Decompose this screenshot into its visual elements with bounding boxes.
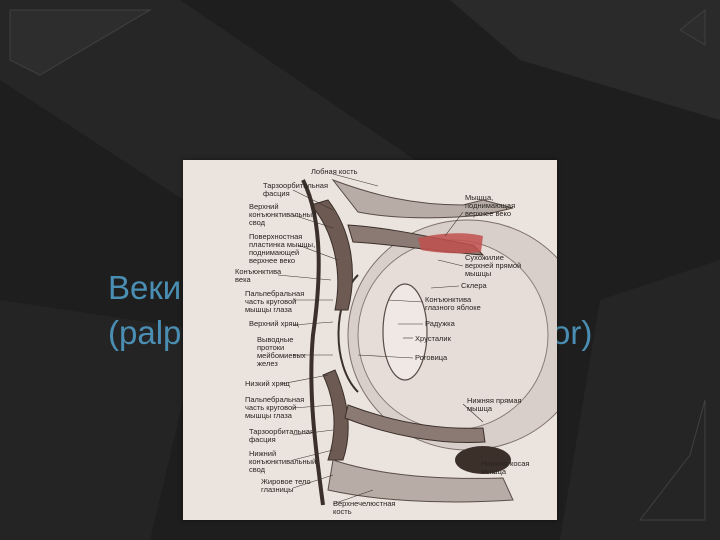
label-lower-conjunctival-fornix: Нижний конъюнктивальный свод bbox=[249, 449, 317, 474]
label-lens: Хрусталик bbox=[415, 334, 451, 343]
label-orbital-fat: Жировое тело глазницы bbox=[261, 477, 311, 494]
label-lower-tarsus: Низкий хрящ bbox=[245, 379, 290, 388]
label-palpebral-orbicularis-upper: Пальпебральная часть круговой мышцы глаз… bbox=[245, 289, 305, 314]
label-sclera: Склера bbox=[461, 281, 487, 290]
label-upper-conjunctival-fornix: Верхний конъюнктивальный свод bbox=[249, 202, 317, 227]
label-tarsoorbital-fascia-upper: Тарзоорбитальная фасция bbox=[263, 181, 329, 198]
label-cornea: Роговица bbox=[415, 353, 448, 362]
eyelid-section-drawing bbox=[277, 173, 557, 506]
label-inferior-oblique: Нижняя косая мышца bbox=[481, 459, 530, 476]
label-palpebral-orbicularis-lower: Пальпебральная часть круговой мышцы глаз… bbox=[245, 395, 305, 420]
label-inferior-rectus: Нижняя прямая мышца bbox=[467, 396, 522, 413]
label-levator-superficial-lamina: Поверхностная пластинка мышцы, поднимающ… bbox=[249, 232, 316, 265]
eyelid-anatomy-figure: Лобная кость Тарзоорбитальная фасция Вер… bbox=[183, 160, 557, 520]
label-frontal-bone: Лобная кость bbox=[311, 167, 358, 176]
label-iris: Радужка bbox=[425, 319, 455, 328]
label-levator-muscle: Мышца, поднимающая верхнее веко bbox=[465, 193, 516, 218]
label-maxilla: Верхнечелюстная кость bbox=[333, 499, 396, 516]
label-bulbar-conjunctiva: Конъюнктива глазного яблоке bbox=[425, 295, 481, 312]
label-tarsoorbital-fascia-lower: Тарзоорбитальная фасция bbox=[249, 427, 315, 444]
label-eyelid-conjunctiva: Конъюнктива века bbox=[235, 267, 282, 284]
label-upper-tarsus: Верхний хрящ bbox=[249, 319, 299, 328]
label-meibomian-ducts: Выводные протоки мейбомиевых желез bbox=[257, 335, 306, 368]
label-superior-rectus-tendon: Сухожилие верхней прямой мышцы bbox=[465, 253, 522, 278]
